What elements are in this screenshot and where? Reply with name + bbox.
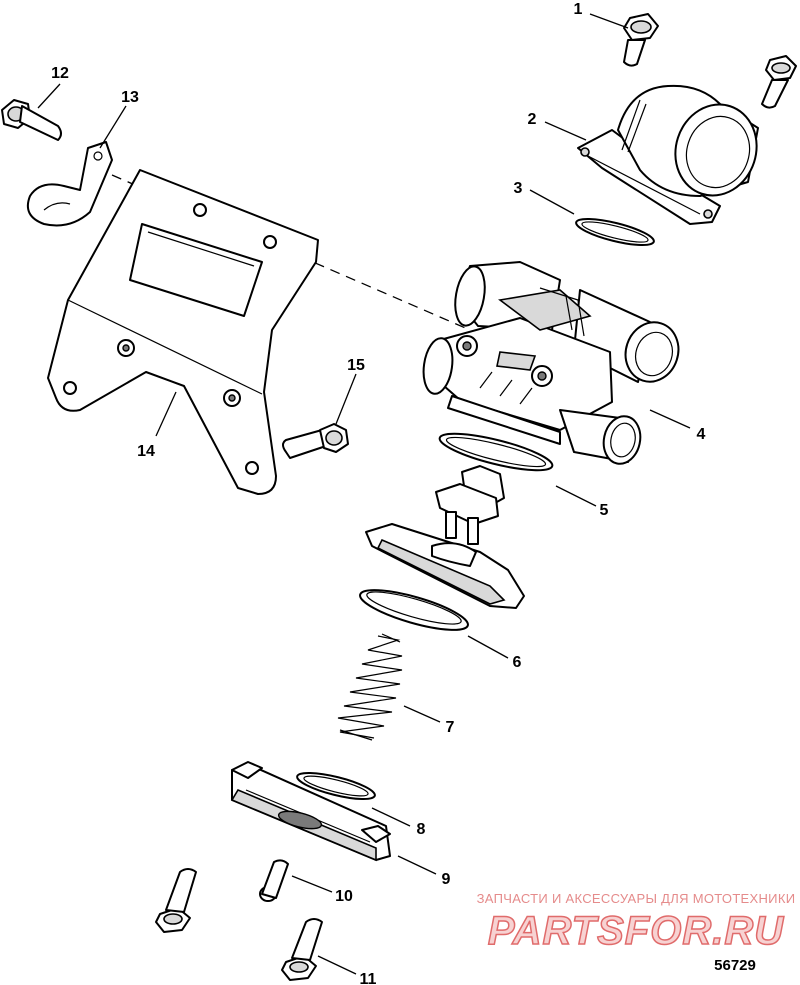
leader-lines — [37, 13, 691, 975]
part-15-bolt — [282, 423, 349, 459]
part-12-bolt — [1, 99, 62, 141]
part-11-bolt — [281, 918, 323, 981]
part-2-elbow-cover — [577, 84, 759, 225]
part-3-gasket — [575, 217, 655, 247]
leader-6 — [467, 635, 509, 659]
thermostat-assembly — [365, 465, 525, 609]
leader-13 — [99, 105, 127, 149]
leader-7 — [403, 705, 441, 723]
callout-2: 2 — [528, 111, 537, 128]
leader-11 — [317, 955, 357, 975]
part-6-seal — [359, 589, 469, 631]
document-number: 56729 — [714, 957, 756, 974]
leader-9 — [397, 855, 437, 875]
callout-12: 12 — [51, 65, 69, 82]
callout-13: 13 — [121, 89, 139, 106]
leader-10 — [291, 875, 333, 893]
watermark: ЗАПЧАСТИ И АКСЕССУАРЫ ДЛЯ МОТОТЕХНИКИ PA… — [477, 891, 796, 954]
leader-15 — [335, 373, 357, 425]
callout-3: 3 — [514, 180, 523, 197]
part-7-spring — [337, 633, 403, 741]
callout-labels: 1 2 3 4 5 6 7 8 9 10 11 12 13 14 15 — [51, 1, 705, 985]
part-1-bolt — [623, 13, 659, 67]
callout-1: 1 — [574, 1, 583, 18]
leader-4 — [649, 409, 691, 429]
part-8-gasket — [296, 771, 376, 801]
leader-2 — [544, 121, 587, 141]
part-14-mounting-bracket — [47, 169, 319, 495]
leader-5 — [555, 485, 597, 507]
leader-12 — [37, 83, 61, 109]
callout-14: 14 — [137, 443, 155, 460]
callout-10: 10 — [335, 888, 353, 905]
leader-3 — [529, 189, 575, 215]
part-10-bolt — [259, 859, 289, 902]
part-5-gasket — [438, 432, 554, 472]
part-4-thermostat-housing — [422, 261, 680, 465]
callout-15: 15 — [347, 357, 365, 374]
callout-7: 7 — [446, 719, 455, 736]
callout-8: 8 — [417, 821, 426, 838]
leader-14 — [155, 391, 177, 437]
callout-11: 11 — [360, 971, 377, 985]
part-9-base-cover — [230, 761, 391, 862]
callout-5: 5 — [600, 502, 609, 519]
part-11-bolt-second — [155, 868, 197, 933]
callout-4: 4 — [697, 426, 706, 443]
watermark-tagline: ЗАПЧАСТИ И АКСЕССУАРЫ ДЛЯ МОТОТЕХНИКИ — [477, 891, 796, 906]
leader-1 — [589, 13, 629, 29]
part-1-bolt-second — [761, 55, 797, 109]
watermark-site-logo: PARTSFOR.RU — [488, 909, 784, 953]
callout-9: 9 — [442, 871, 451, 888]
leader-8 — [371, 807, 411, 827]
callout-6: 6 — [513, 654, 522, 671]
part-13-clamp — [26, 141, 113, 227]
